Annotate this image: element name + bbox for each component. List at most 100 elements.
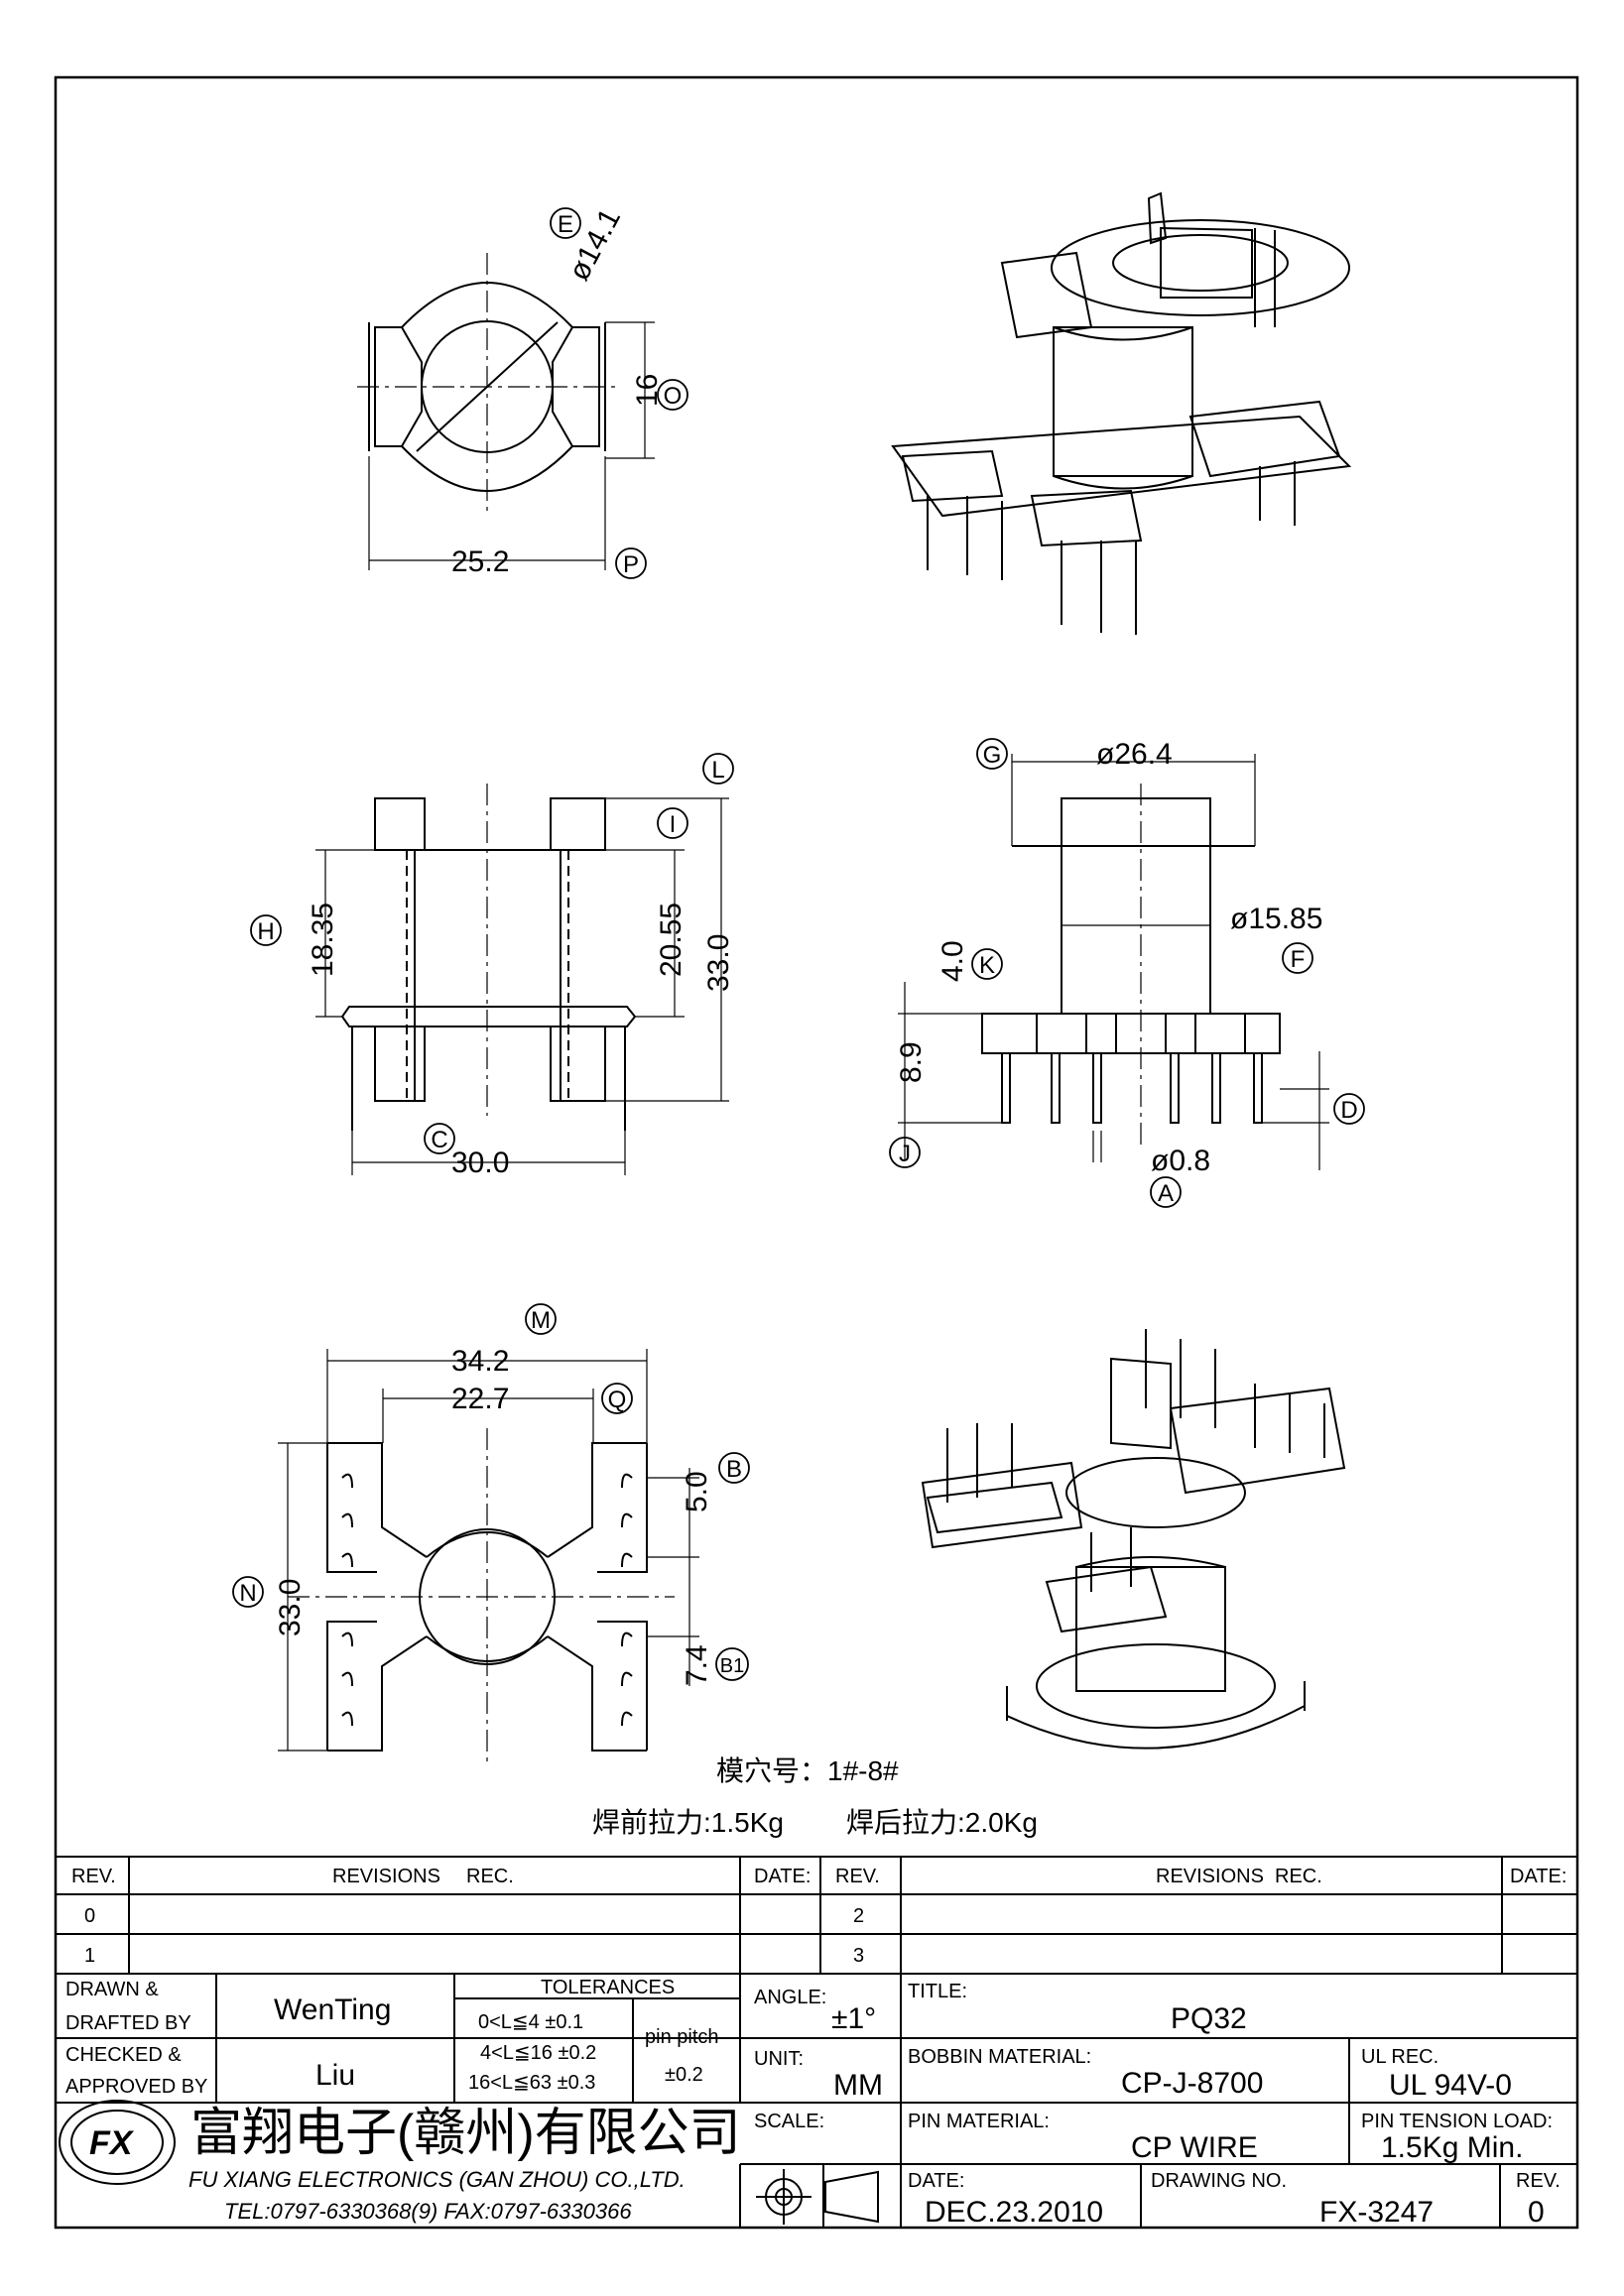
angle-label: ANGLE:	[754, 1987, 826, 2008]
svg-text:A: A	[1158, 1180, 1174, 1207]
callout-h: H	[250, 914, 282, 946]
date-header-right: DATE:	[1510, 1866, 1566, 1887]
company-tel: TEL:0797-6330368(9) FAX:0797-6330366	[224, 2199, 632, 2224]
rec-header-right: REC.	[1275, 1866, 1322, 1887]
title-label: TITLE:	[908, 1981, 967, 2002]
tension-label: PIN TENSION LOAD:	[1361, 2111, 1553, 2132]
svg-text:B: B	[726, 1456, 742, 1483]
front-view	[898, 754, 1329, 1170]
drawing-no-value: FX-3247	[1319, 2196, 1434, 2229]
callout-a: A	[1150, 1176, 1182, 1208]
svg-text:K: K	[979, 952, 995, 979]
drawn-label-2: DRAFTED BY	[65, 2012, 191, 2034]
rev-row-0: 0	[84, 1905, 95, 1927]
callout-b1: B1	[715, 1647, 749, 1681]
front-pin-label: ø0.8	[1151, 1145, 1210, 1177]
rec-header: REC.	[466, 1866, 514, 1887]
pin-material-label: PIN MATERIAL:	[908, 2111, 1050, 2132]
company-logo	[59, 2100, 176, 2185]
bobbin-value: CP-J-8700	[1121, 2067, 1263, 2100]
callout-b: B	[718, 1452, 750, 1484]
drawn-label-1: DRAWN &	[65, 1979, 159, 2000]
svg-text:B1: B1	[720, 1655, 744, 1677]
bottom-b1-label: 7.4	[681, 1644, 713, 1686]
callout-e: E	[550, 207, 581, 239]
svg-text:J: J	[899, 1141, 911, 1167]
front-core-label: ø15.85	[1230, 903, 1322, 935]
rev-value: 0	[1528, 2196, 1545, 2229]
svg-text:N: N	[239, 1580, 256, 1607]
front-flange-label: ø26.4	[1096, 738, 1173, 771]
unit-label: UNIT:	[754, 2048, 804, 2070]
bottom-outer-label: 34.2	[451, 1345, 509, 1378]
rev-header-right: REV.	[835, 1866, 880, 1887]
callout-k: K	[971, 948, 1003, 980]
svg-text:H: H	[257, 918, 274, 945]
rev-label-bottom: REV.	[1516, 2170, 1561, 2192]
tolerances-label: TOLERANCES	[541, 1977, 675, 1998]
sheet-border	[54, 75, 1579, 2230]
pin-pitch-value: ±0.2	[665, 2064, 703, 2086]
top-width-label: 25.2	[451, 545, 509, 578]
iso-view-top	[891, 191, 1352, 635]
callout-d: D	[1333, 1093, 1365, 1125]
svg-text:Q: Q	[608, 1387, 627, 1413]
company-name-cn: 富翔电子(赣州)有限公司	[190, 2105, 741, 2162]
projection-symbol	[756, 2169, 879, 2225]
bottom-pitch-label: 5.0	[681, 1471, 713, 1512]
revisions-header: REVISIONS	[332, 1866, 440, 1887]
svg-text:L: L	[711, 757, 724, 784]
bottom-inner-label: 22.7	[451, 1383, 509, 1415]
svg-text:D: D	[1340, 1097, 1357, 1124]
side-h1-label: 18.35	[307, 903, 339, 977]
date-label: DATE:	[908, 2170, 964, 2192]
callout-i: I	[657, 807, 688, 839]
side-span-label: 30.0	[451, 1147, 509, 1179]
side-h2-label: 20.55	[655, 903, 687, 977]
callout-p: P	[615, 547, 647, 579]
date-value: DEC.23.2010	[925, 2196, 1103, 2229]
rev-header: REV.	[71, 1866, 116, 1887]
callout-c: C	[424, 1123, 455, 1154]
svg-text:G: G	[983, 742, 1002, 769]
callout-l: L	[702, 753, 734, 785]
iso-view-bottom	[921, 1329, 1346, 1750]
rev-row-1: 1	[84, 1945, 95, 1967]
svg-text:F: F	[1291, 946, 1306, 973]
cavity-note: 模穴号：1#-8#	[716, 1755, 899, 1786]
ul-label: UL REC.	[1361, 2046, 1438, 2068]
pull-after-note: 焊后拉力:2.0Kg	[846, 1807, 1038, 1838]
bottom-view	[278, 1349, 699, 1765]
svg-text:I: I	[670, 811, 677, 838]
svg-text:O: O	[664, 383, 683, 410]
svg-text:E: E	[558, 211, 573, 238]
title-block	[56, 1856, 1577, 2228]
ul-value: UL 94V-0	[1389, 2069, 1512, 2102]
callout-q: Q	[601, 1383, 633, 1414]
pull-before-note: 焊前拉力:1.5Kg	[592, 1807, 784, 1838]
callout-g: G	[976, 738, 1008, 770]
rev-row-2: 2	[853, 1905, 864, 1927]
callout-n: N	[232, 1576, 264, 1608]
tension-value: 1.5Kg Min.	[1381, 2131, 1523, 2164]
svg-text:M: M	[531, 1307, 551, 1334]
front-step-label: 4.0	[937, 940, 969, 982]
tol-row-1: 0<L≦4 ±0.1	[478, 2011, 583, 2033]
revisions-header-right: REVISIONS	[1156, 1866, 1264, 1887]
callout-f: F	[1282, 942, 1313, 974]
pin-material-value: CP WIRE	[1131, 2131, 1258, 2164]
pin-pitch-label: pin pitch	[645, 2026, 719, 2048]
drawing-no-label: DRAWING NO.	[1151, 2170, 1287, 2192]
bobbin-label: BOBBIN MATERIAL:	[908, 2046, 1091, 2068]
drawn-by-value: WenTing	[274, 1994, 391, 2026]
side-total-label: 33.0	[702, 934, 735, 992]
unit-value: MM	[833, 2069, 883, 2102]
svg-text:C: C	[431, 1127, 447, 1153]
tol-row-3: 16<L≦63 ±0.3	[468, 2072, 595, 2094]
checked-label-1: CHECKED &	[65, 2044, 182, 2066]
tol-row-2: 4<L≦16 ±0.2	[480, 2042, 596, 2064]
angle-value: ±1°	[831, 2002, 876, 2035]
callout-o: O	[657, 379, 688, 411]
rev-row-3: 3	[853, 1945, 864, 1967]
